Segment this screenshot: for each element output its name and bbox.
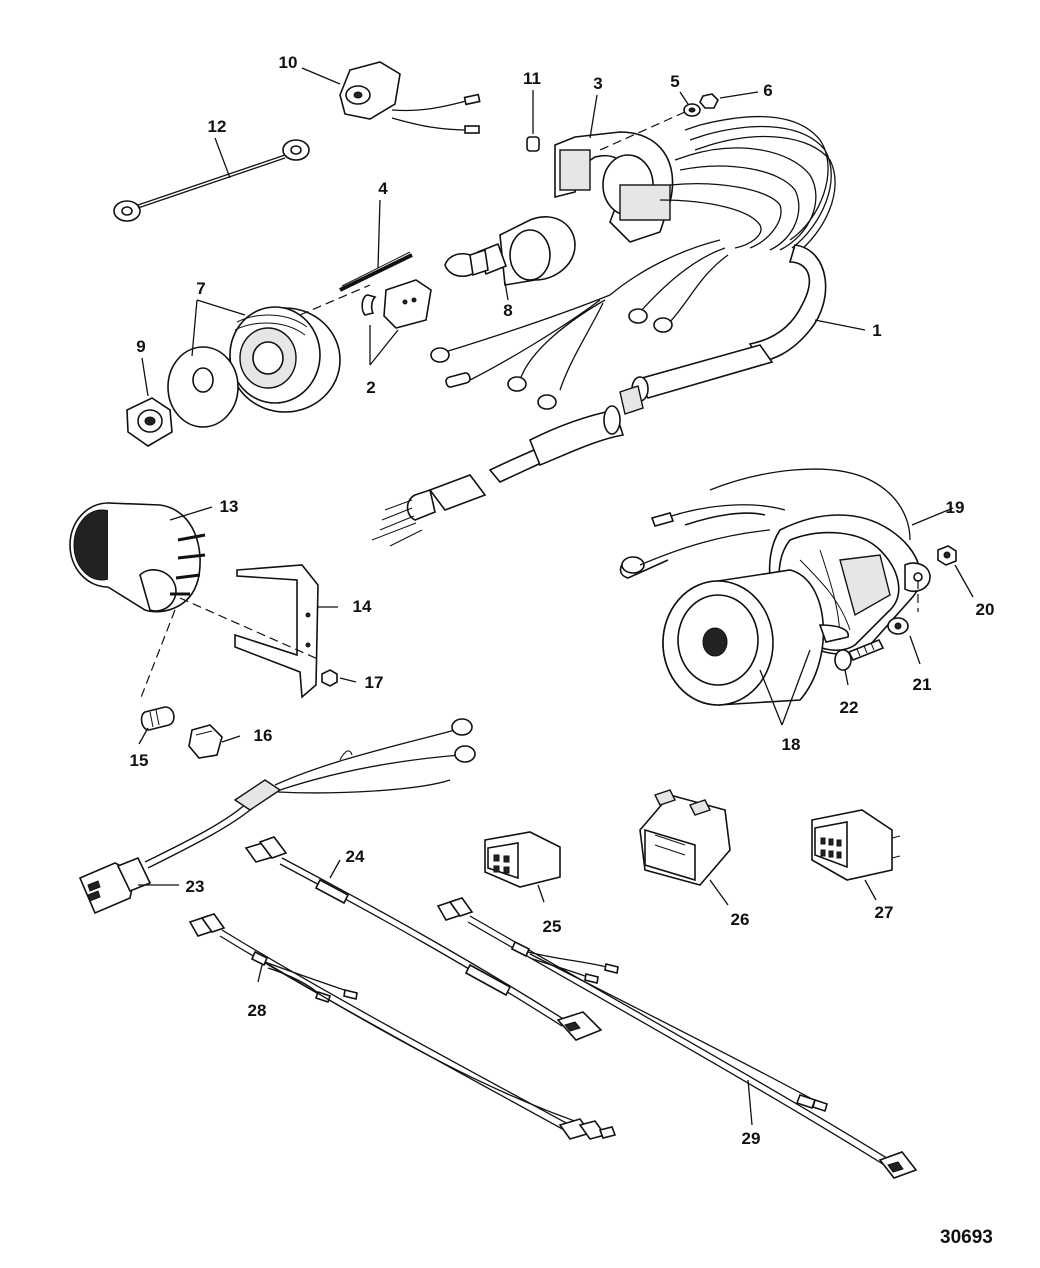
part-14-bracket <box>234 564 319 699</box>
callout-2: 2 <box>366 378 375 397</box>
part-16-cap <box>188 724 223 759</box>
part-18-gauge-body <box>662 569 849 706</box>
assembly-line-5 <box>599 111 686 151</box>
callout-22: 22 <box>840 698 859 717</box>
figure-number: 30693 <box>940 1227 993 1248</box>
callout-27: 27 <box>875 903 894 922</box>
part-2-clip-plate <box>361 279 432 329</box>
part-7-decal <box>167 346 239 428</box>
callout-21: 21 <box>913 675 932 694</box>
leader-7a <box>191 299 198 357</box>
part-22-screw <box>834 638 885 671</box>
part-12-ground-strap <box>113 139 310 222</box>
leader-3 <box>589 94 598 139</box>
part-24-cable <box>244 836 603 1041</box>
leader-19 <box>911 507 954 526</box>
leader-27 <box>864 879 877 901</box>
part-8-ignition-switch <box>444 216 576 286</box>
leader-26 <box>709 879 729 906</box>
callout-9: 9 <box>136 337 145 356</box>
callout-19: 19 <box>946 498 965 517</box>
callout-20: 20 <box>976 600 995 619</box>
leader-20 <box>954 564 974 598</box>
callout-8: 8 <box>503 301 512 320</box>
callout-12: 12 <box>208 117 227 136</box>
part-3-bracket <box>554 131 674 243</box>
part-26-connector-block <box>639 789 731 886</box>
leader-10 <box>301 67 341 85</box>
part-5-washer <box>683 103 701 117</box>
callout-11: 11 <box>523 69 541 88</box>
leader-25 <box>537 884 545 903</box>
part-1-harness <box>371 116 836 547</box>
callout-17: 17 <box>365 673 384 692</box>
leader-28 <box>257 964 263 983</box>
leader-22 <box>844 669 849 686</box>
leader-29 <box>747 1079 753 1126</box>
part-6-nut <box>699 93 719 109</box>
leader-1 <box>814 319 866 331</box>
leader-16 <box>221 735 241 743</box>
callout-23: 23 <box>186 877 205 896</box>
part-23-harness <box>78 718 476 915</box>
leader-4 <box>377 199 381 269</box>
callout-15: 15 <box>130 751 149 770</box>
callout-5: 5 <box>670 72 679 91</box>
part-29-cable <box>436 897 918 1179</box>
leader-13 <box>169 506 213 521</box>
callout-7: 7 <box>196 279 205 298</box>
part-10-switch <box>339 61 481 134</box>
callout-18: 18 <box>782 735 801 754</box>
part-15-bulb <box>140 706 175 731</box>
part-9-nut <box>126 397 173 447</box>
part-7-bezel <box>229 306 341 413</box>
callout-10: 10 <box>279 53 298 72</box>
callout-14: 14 <box>353 597 372 616</box>
leader-9 <box>141 357 149 397</box>
callout-4: 4 <box>378 179 388 198</box>
leader-7b <box>196 299 246 316</box>
callout-3: 3 <box>593 74 602 93</box>
part-20-nut <box>937 545 957 566</box>
leader-2b <box>369 329 399 366</box>
part-21-washer <box>887 617 909 635</box>
part-11-screw <box>526 136 540 152</box>
leader-18a <box>759 669 783 726</box>
leader-12 <box>214 137 231 179</box>
part-4-rod <box>339 251 413 292</box>
callout-13: 13 <box>220 497 239 516</box>
leader-24 <box>329 859 341 879</box>
assembly-line-15 <box>139 609 176 701</box>
leader-21 <box>909 635 921 665</box>
leader-15 <box>138 727 149 745</box>
callout-29: 29 <box>742 1129 761 1148</box>
part-17-nut <box>321 669 338 687</box>
part-28-cable <box>188 913 617 1140</box>
part-25-connector <box>484 831 561 888</box>
callout-25: 25 <box>543 917 562 936</box>
part-27-connector <box>811 809 901 881</box>
callout-16: 16 <box>254 726 273 745</box>
callout-6: 6 <box>763 81 772 100</box>
leader-17 <box>339 677 357 683</box>
leader-18b <box>781 649 811 726</box>
part-13-gauge <box>69 502 206 613</box>
callout-26: 26 <box>731 910 750 929</box>
assembly-line-7 <box>299 284 371 316</box>
callout-1: 1 <box>872 321 881 340</box>
assembly-line-17 <box>179 597 321 661</box>
leader-6 <box>719 91 759 99</box>
callout-28: 28 <box>248 1001 267 1020</box>
callout-24: 24 <box>346 847 365 866</box>
leader-5 <box>679 91 689 105</box>
leader-8 <box>504 281 509 301</box>
